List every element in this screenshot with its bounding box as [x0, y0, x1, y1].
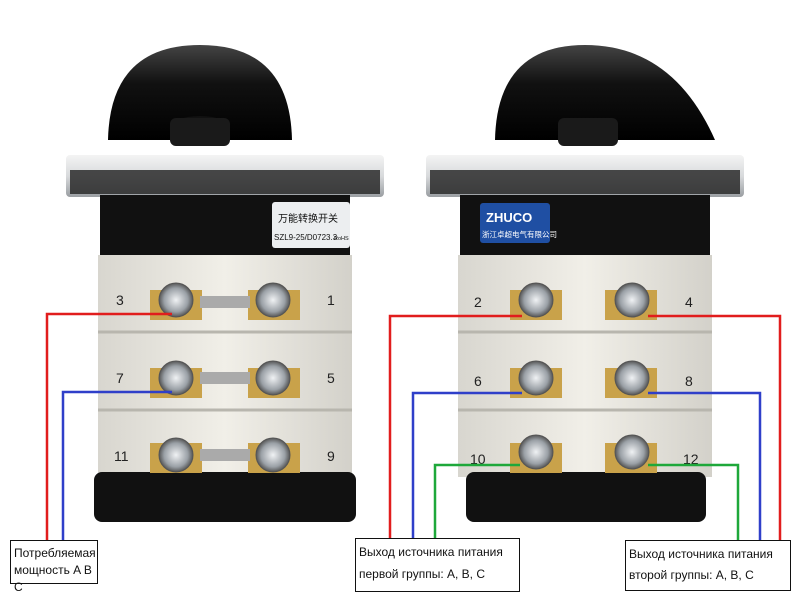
terminal-number: 1	[327, 292, 335, 308]
right-base	[466, 472, 706, 522]
wire-green-group1	[433, 463, 520, 538]
left-label-rohs: RoHS	[334, 236, 349, 242]
wire-blue-consumed	[61, 390, 172, 540]
right-knob	[495, 45, 715, 140]
label-line: Потребляемая	[14, 546, 96, 560]
terminal-number: 5	[327, 370, 335, 386]
wire-green-group2	[648, 463, 740, 540]
wire-red-consumed	[45, 312, 172, 540]
left-knob	[108, 45, 292, 140]
label-line: первой группы: A, B, C	[359, 567, 486, 581]
right-contact-blocks	[458, 255, 712, 477]
screw-terminal-3	[158, 282, 194, 318]
left-label-plate	[272, 202, 350, 248]
screw-terminal-2	[518, 282, 554, 318]
screw-terminal-11	[158, 437, 194, 473]
label-line: Выход источника питания	[629, 547, 773, 561]
screw-terminal-8	[614, 360, 650, 396]
terminal-number: 8	[685, 373, 693, 389]
terminal-number: 3	[116, 292, 124, 308]
brand-plate	[480, 203, 550, 243]
wire-blue-group2	[648, 391, 762, 540]
label-group2-output: Выход источника питания второй группы: A…	[625, 540, 791, 591]
terminal-number: 12	[683, 451, 699, 467]
left-base	[94, 472, 356, 522]
right-switch: ZHUCO 浙江卓超电气有限公司 2 4 6 8 10 12	[426, 45, 744, 522]
wire-red-group2	[648, 314, 782, 540]
screw-terminal-6	[518, 360, 554, 396]
label-consumed-power: Потребляемая мощность A B C	[10, 540, 98, 594]
label-line: второй группы: A, B, C	[629, 568, 754, 582]
wires	[45, 312, 782, 540]
screw-terminal-10	[518, 434, 554, 470]
label-line: Выход источника питания	[359, 545, 503, 559]
screw-terminal-12	[614, 434, 650, 470]
terminal-number: 7	[116, 370, 124, 386]
label-group1-output: Выход источника питания первой группы: A…	[355, 538, 520, 592]
left-label-line2: SZL9-25/D0723.3	[274, 233, 338, 242]
terminal-number: 4	[685, 294, 693, 310]
wire-red-group1	[388, 314, 522, 538]
screw-terminal-4	[614, 282, 650, 318]
wire-blue-group1	[411, 391, 522, 538]
screw-terminal-5	[255, 360, 291, 396]
terminal-number: 11	[114, 448, 129, 464]
left-label-line1: 万能转换开关	[278, 212, 338, 225]
terminal-number: 6	[474, 373, 482, 389]
left-contact-blocks	[98, 255, 352, 477]
screw-terminal-1	[255, 282, 291, 318]
screw-terminal-9	[255, 437, 291, 473]
terminal-number: 2	[474, 294, 482, 310]
terminal-number: 10	[470, 451, 486, 467]
label-line: мощность A B C	[14, 563, 92, 594]
brand-subtitle: 浙江卓超电气有限公司	[482, 229, 557, 239]
screw-terminal-7	[158, 360, 194, 396]
terminal-number: 9	[327, 448, 335, 464]
brand-logo: ZHUCO	[486, 210, 532, 225]
left-switch: 万能转换开关 SZL9-25/D0723.3 RoHS 3 1 7 5 11 9	[66, 45, 384, 522]
